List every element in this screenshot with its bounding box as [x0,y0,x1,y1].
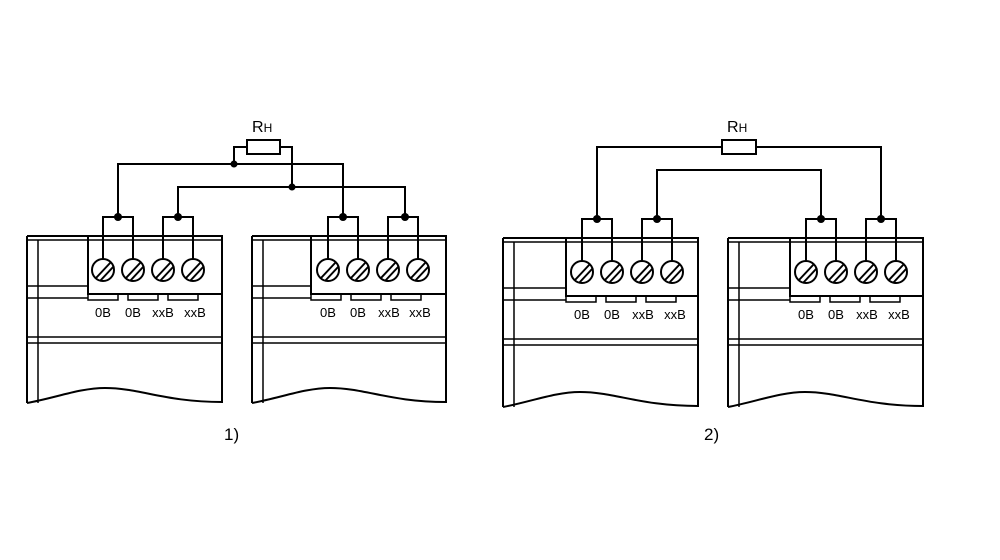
screw-terminal-1 [794,260,818,284]
module-1a: 0B 0B xxB xxB [26,235,223,404]
screw-terminal-1 [570,260,594,284]
wire-resistor-left [596,146,722,219]
terminal-block [789,237,924,297]
screw-terminal-2 [824,260,848,284]
terminal-label: xxB [409,305,431,320]
terminal-label: 0B [574,307,590,322]
junction-dot [114,213,122,221]
screw-terminal-3 [151,258,175,282]
terminal-block [310,235,447,295]
figure-caption: 1) [224,425,239,444]
jumper-0v [581,218,613,261]
wiring-2 [581,139,897,261]
screw-terminal-4 [884,260,908,284]
module-2b: 0B 0B xxB xxB [727,237,924,408]
wire-xxv-bus [177,186,406,217]
wire-0v-bus [117,163,344,217]
wire-resistor-left [233,146,247,164]
junction-dot [877,215,885,223]
diagram-1: 0B 0B xxB xxB [26,119,447,444]
terminal-label: 0B [798,307,814,322]
terminal-label: 0B [95,305,111,320]
terminal-label: 0B [320,305,336,320]
junction-dot [653,215,661,223]
junction-dot [288,183,296,191]
screw-terminal-1 [316,258,340,282]
screw-terminal-1 [91,258,115,282]
resistor-rh [246,139,281,155]
terminal-label: xxB [152,305,174,320]
jumper-xxv [641,218,673,261]
module-housing [502,237,699,408]
terminal-label: xxB [888,307,910,322]
screw-terminal-2 [600,260,624,284]
wire-resistor-right [756,146,882,219]
wire-xxv-bus [656,169,822,219]
wire-resistor-right [280,146,293,187]
jumper-xxv [387,216,419,259]
resistor-rh [721,139,757,155]
housing-inner-edge [252,239,446,403]
junction-dot [817,215,825,223]
terminal-label: 0B [350,305,366,320]
junction-dot [174,213,182,221]
module-housing [727,237,924,408]
diagram-2: 0B 0B xxB xxB [502,119,924,444]
screw-terminal-3 [630,260,654,284]
terminal-dividers [789,296,901,303]
wiring-1 [102,139,419,259]
screw-terminal-4 [406,258,430,282]
junction-dot [230,160,238,168]
junction-dot [339,213,347,221]
housing-inner-edge [728,241,923,407]
screw-terminal-3 [376,258,400,282]
junction-dot [593,215,601,223]
jumper-0v [102,216,134,259]
terminal-label: 0B [604,307,620,322]
terminal-label: xxB [856,307,878,322]
terminal-label: 0B [125,305,141,320]
screw-terminal-2 [121,258,145,282]
module-2a: 0B 0B xxB xxB [502,237,699,408]
screw-terminal-2 [346,258,370,282]
terminal-label: xxB [378,305,400,320]
jumper-0v [327,216,359,259]
screw-terminal-4 [181,258,205,282]
junction-dot [401,213,409,221]
screw-terminal-3 [854,260,878,284]
terminal-block [565,237,699,297]
screw-terminal-4 [660,260,684,284]
terminal-label: 0B [828,307,844,322]
terminal-label: xxB [632,307,654,322]
terminal-dividers [565,296,677,303]
terminal-label: xxB [184,305,206,320]
housing-inner-edge [27,239,222,403]
jumper-0v [805,218,837,261]
terminal-label: xxB [664,307,686,322]
resistor-label: RH [252,119,272,136]
housing-inner-edge [503,241,698,407]
figure-caption: 2) [704,425,719,444]
jumper-xxv [162,216,194,259]
terminal-dividers [87,294,199,301]
terminal-block [87,235,223,295]
jumper-xxv [865,218,897,261]
resistor-label: RH [727,119,747,136]
module-1b: 0B 0B xxB xxB [251,235,447,404]
terminal-dividers [310,294,422,301]
